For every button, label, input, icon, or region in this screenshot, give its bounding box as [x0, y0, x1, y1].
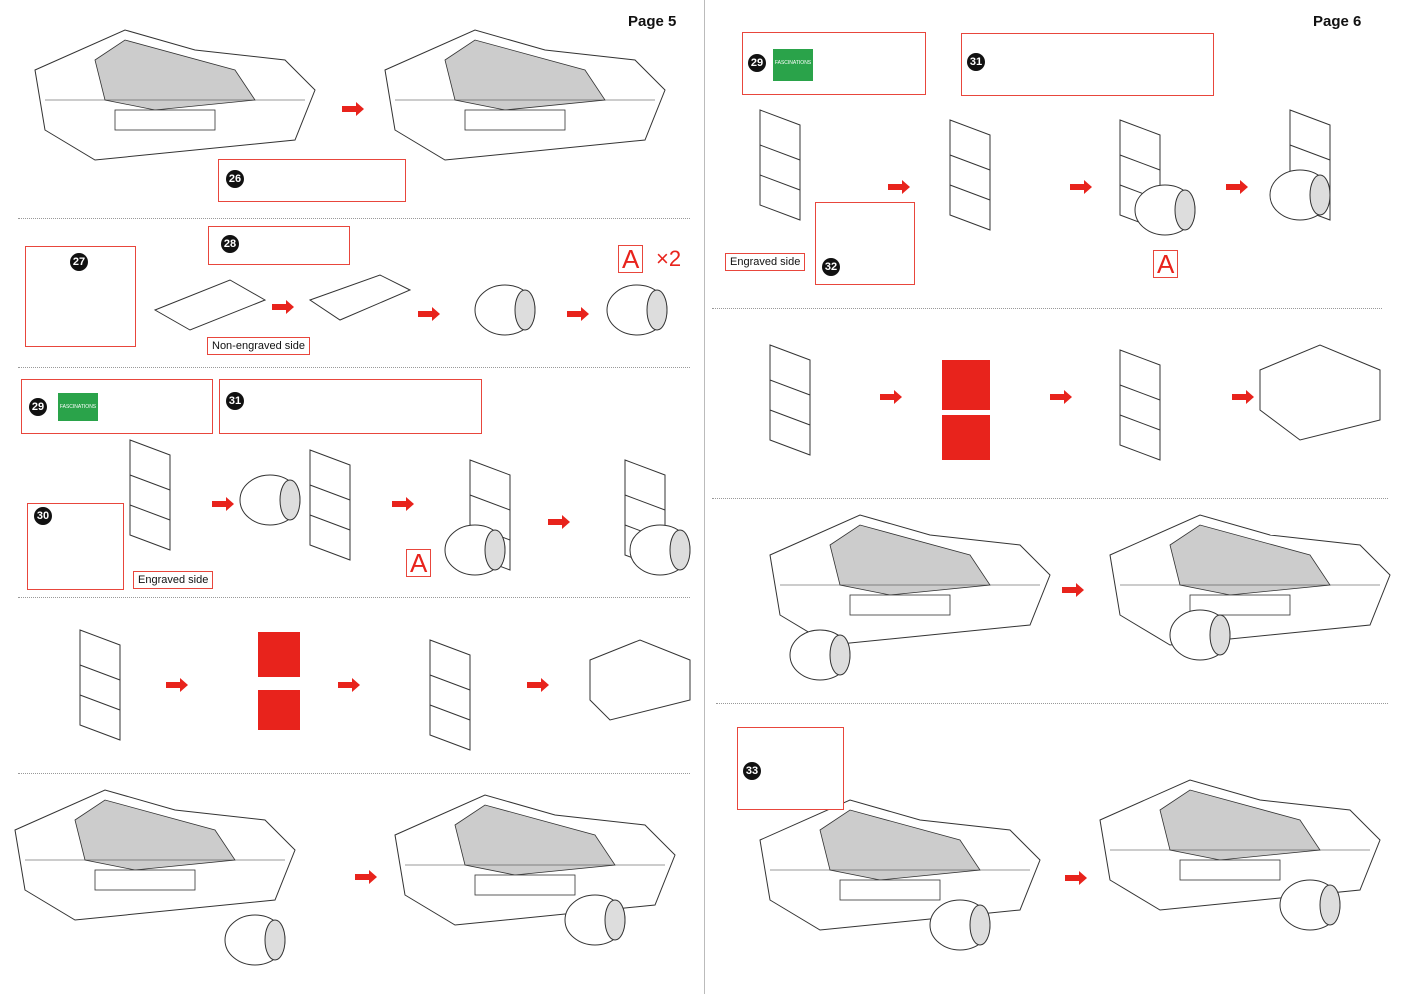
engraved-side-label: Engraved side [133, 571, 214, 589]
arrow-icon [338, 678, 360, 692]
ship-model [394, 794, 676, 926]
step-26-callout: 26 [218, 159, 406, 202]
part-a-marker: A [406, 549, 432, 577]
arrow-icon [355, 870, 377, 884]
step-31-callout: 31 [961, 33, 1214, 96]
arrow-icon [392, 497, 414, 511]
arrow-icon [212, 497, 234, 511]
arrow-icon [1226, 180, 1248, 194]
green-part: FASCINATIONS [773, 49, 813, 81]
arrow-icon [1232, 390, 1254, 404]
section-divider [712, 498, 1388, 499]
section-divider [18, 367, 690, 368]
section-divider [712, 308, 1382, 309]
ship-model [1109, 514, 1391, 646]
engine-model [474, 284, 536, 336]
arrow-icon [567, 307, 589, 321]
arrow-icon [1062, 583, 1084, 597]
step-32-callout: 32 [815, 202, 915, 285]
arrow-icon [1050, 390, 1072, 404]
section-divider [716, 703, 1388, 704]
arrow-icon [527, 678, 549, 692]
engraved-side-label: Engraved side [725, 253, 806, 271]
part-a-marker: A [1153, 250, 1179, 278]
step-28-callout: 28 [208, 226, 350, 265]
arrow-icon [888, 180, 910, 194]
arrow-icon [548, 515, 570, 529]
arrow-icon [272, 300, 294, 314]
green-part: FASCINATIONS [58, 393, 98, 421]
arrow-icon [342, 102, 364, 116]
brand-imprint: FASCINATIONS [774, 60, 812, 66]
arrow-icon [418, 307, 440, 321]
part-a-marker: A [618, 245, 644, 273]
ship-model [34, 29, 316, 161]
ship-model [1099, 779, 1381, 911]
step-27-callout: 27 [25, 246, 136, 347]
ship-model [769, 514, 1051, 646]
step-33-callout: 33 [737, 727, 844, 810]
ship-model [759, 799, 1041, 931]
arrow-icon [1065, 871, 1087, 885]
step-30-callout: 30 [27, 503, 124, 590]
section-divider [18, 773, 690, 774]
engine-model [606, 284, 668, 336]
ship-model [384, 29, 666, 161]
quantity-x2: ×2 [656, 246, 682, 271]
arrow-icon [1070, 180, 1092, 194]
non-engraved-side-label: Non-engraved side [207, 337, 310, 355]
ship-model [14, 789, 296, 921]
page-number-6: Page 6 [1313, 13, 1362, 30]
arrow-icon [880, 390, 902, 404]
brand-imprint: FASCINATIONS [59, 404, 97, 410]
page-number-5: Page 5 [628, 13, 677, 30]
section-divider [18, 597, 690, 598]
page-divider [704, 0, 705, 994]
arrow-icon [166, 678, 188, 692]
section-divider [18, 218, 690, 219]
step-31-callout: 31 [219, 379, 482, 434]
